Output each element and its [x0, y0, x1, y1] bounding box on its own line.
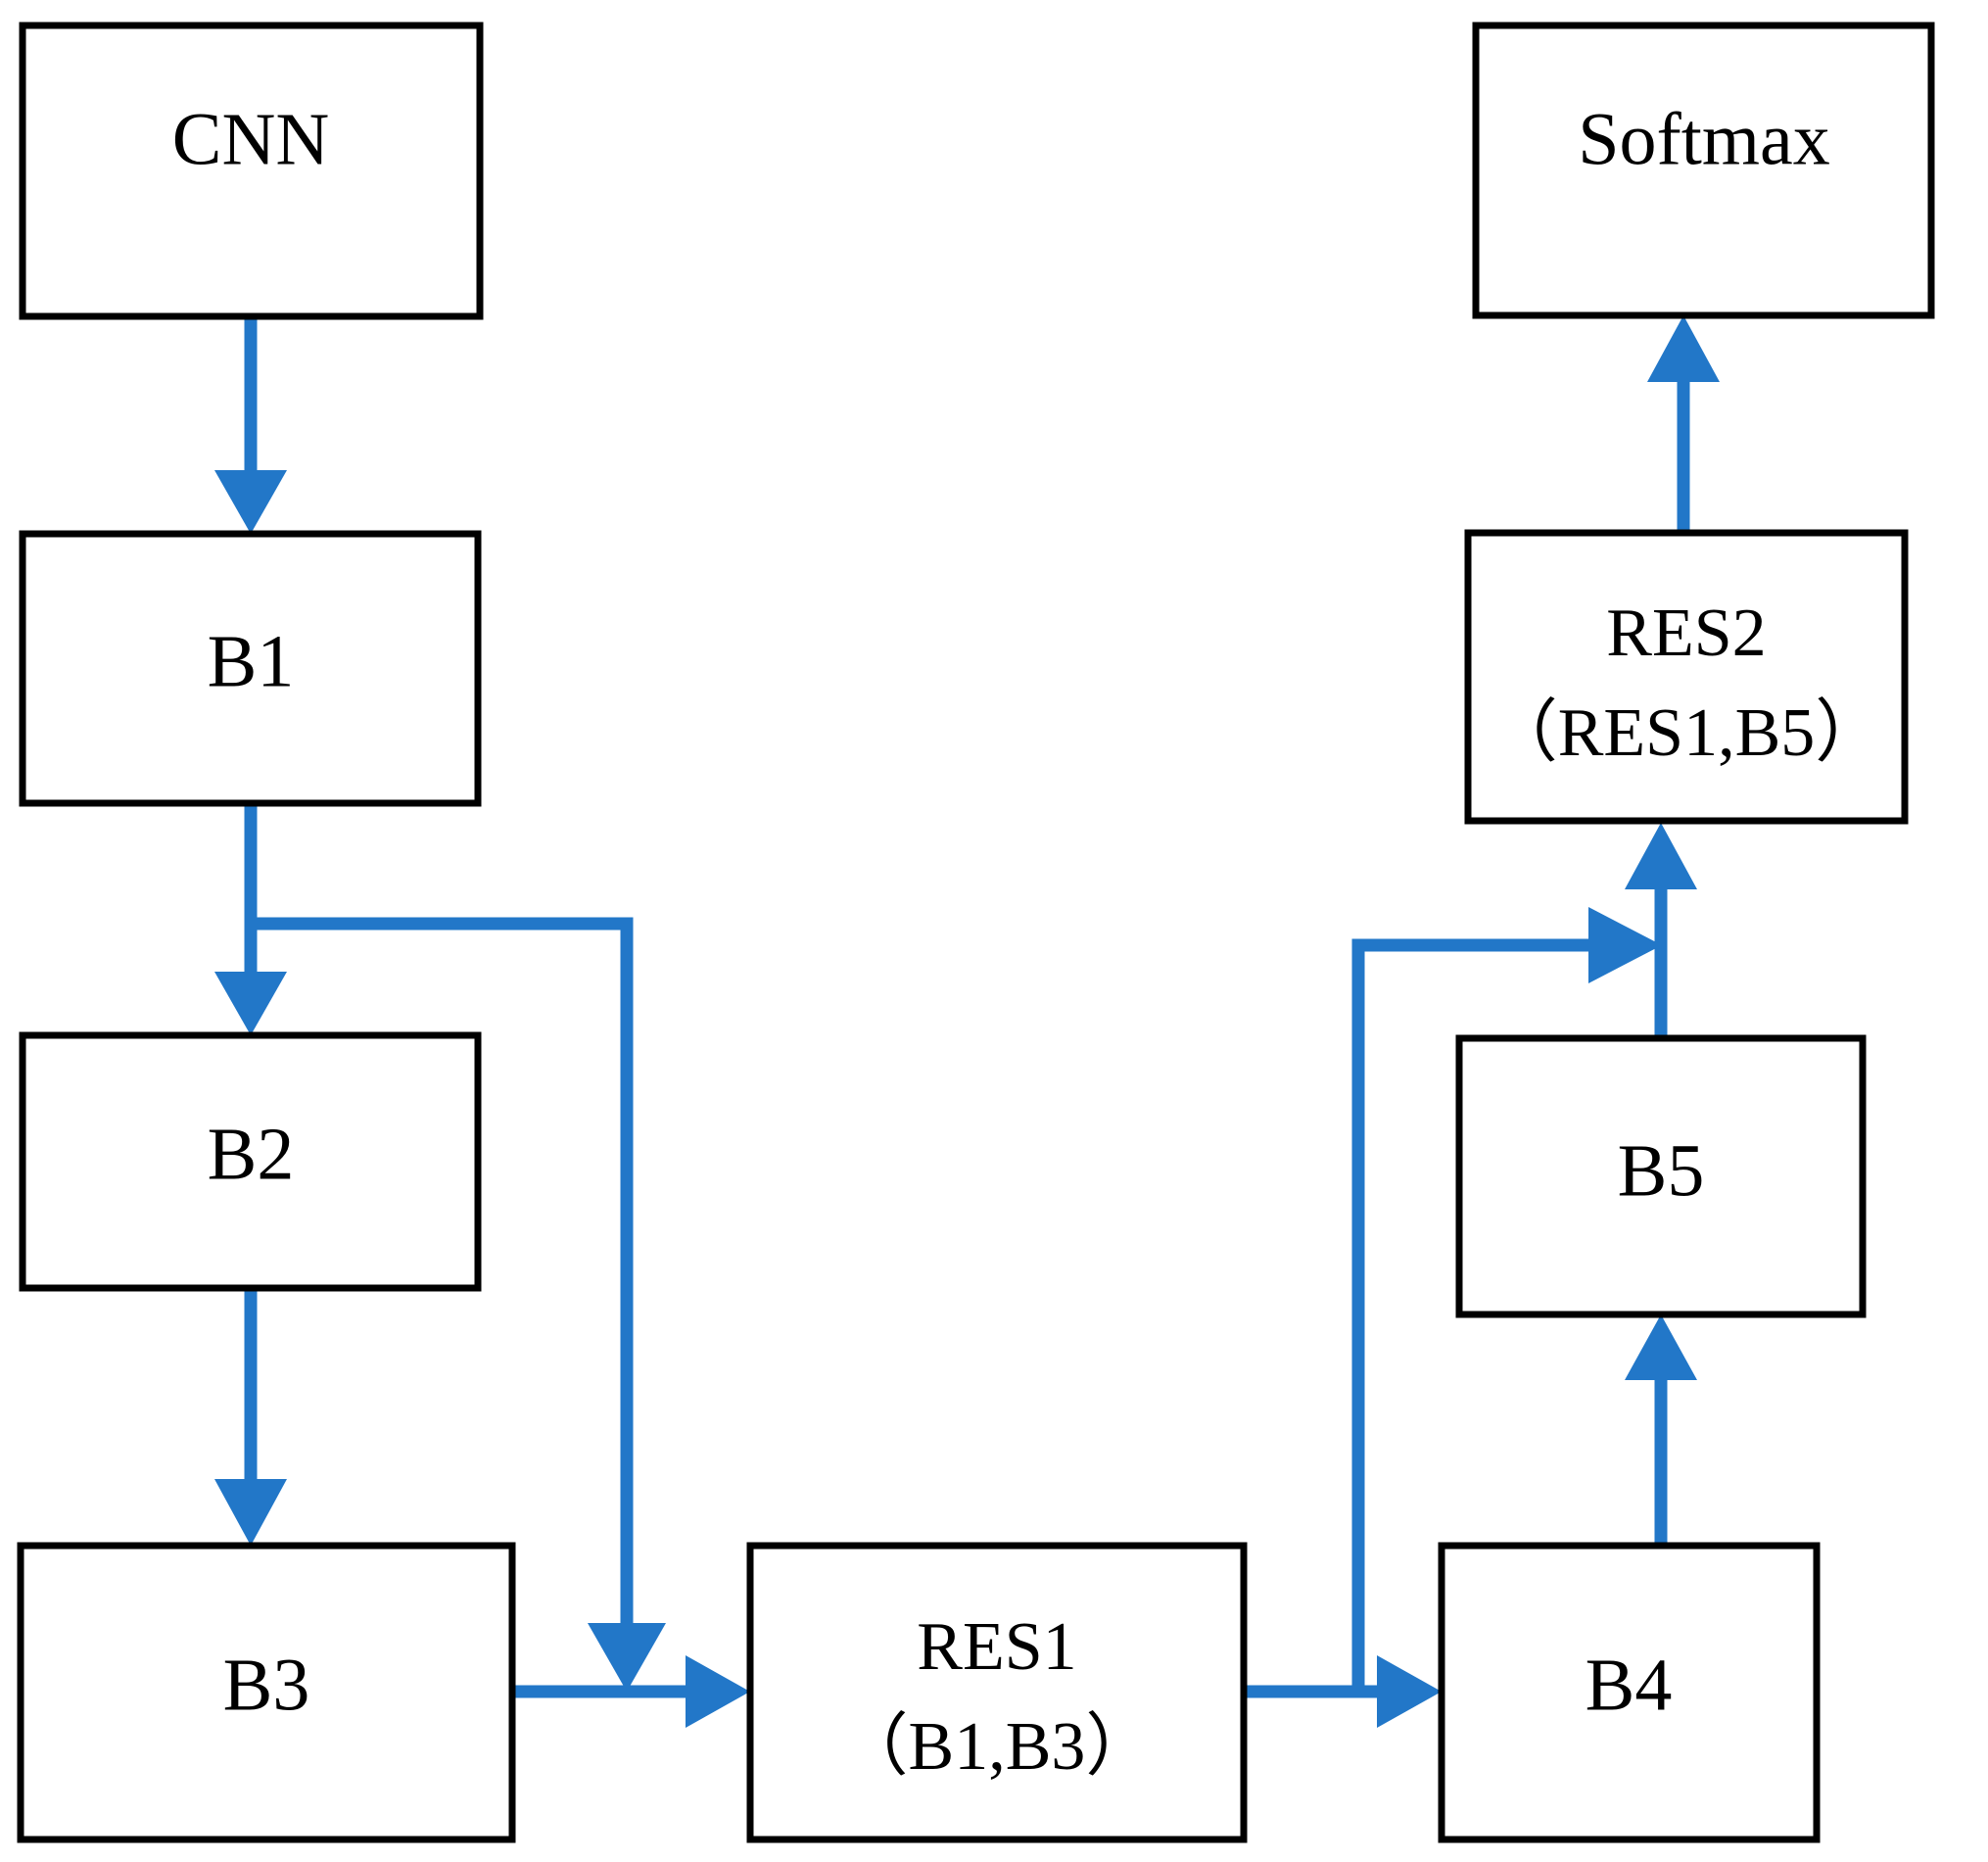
node-b2-label: B2: [208, 1113, 295, 1195]
edge-cnn-to-b1: [214, 316, 287, 534]
edge-b5-to-res2: [1625, 823, 1697, 1038]
edge-b3-to-res1: [512, 1655, 750, 1728]
node-b2[interactable]: B2: [19, 1031, 482, 1292]
node-cnn[interactable]: CNN: [19, 22, 484, 320]
arrowhead-right-icon: [1377, 1655, 1442, 1728]
edge-b1-to-res1: [251, 917, 666, 1692]
node-res1-label-line2: （B1,B3）: [840, 1709, 1155, 1785]
node-b1[interactable]: B1: [19, 530, 482, 807]
edge-b1-to-b2: [214, 803, 287, 1035]
node-b3-box[interactable]: [17, 1542, 516, 1843]
edge-res2-to-softmax: [1647, 315, 1720, 533]
arrowhead-down-icon: [214, 972, 287, 1035]
arrowhead-up-icon: [1647, 315, 1720, 382]
node-b5-label: B5: [1618, 1129, 1705, 1212]
node-res2-box[interactable]: [1464, 529, 1909, 825]
node-b1-box[interactable]: [19, 530, 482, 807]
edge-res1-to-res2: [1351, 907, 1662, 1692]
arrowhead-down-icon: [214, 470, 287, 534]
node-softmax-label: Softmax: [1578, 98, 1830, 180]
node-b2-box[interactable]: [19, 1031, 482, 1292]
node-cnn-label: CNN: [172, 98, 329, 180]
arrowhead-up-icon: [1625, 1314, 1697, 1380]
edge-b4-to-b5: [1625, 1314, 1697, 1546]
node-res2[interactable]: RES2 （RES1,B5）: [1464, 529, 1909, 825]
node-b4-box[interactable]: [1438, 1542, 1821, 1843]
node-softmax[interactable]: Softmax: [1472, 22, 1935, 319]
arrowhead-up-icon: [1625, 823, 1697, 889]
node-b5[interactable]: B5: [1455, 1034, 1867, 1318]
node-b4-label: B4: [1586, 1644, 1673, 1726]
arrowhead-down-icon: [214, 1479, 287, 1546]
node-b3-label: B3: [223, 1644, 310, 1726]
edge-b2-to-b3: [214, 1288, 287, 1546]
arrowhead-right-icon: [1588, 907, 1662, 983]
node-b1-label: B1: [208, 620, 295, 702]
edge-res1-to-b4: [1244, 1655, 1442, 1728]
node-res2-label-line1: RES2: [1606, 596, 1766, 671]
node-res2-label-line2: （RES1,B5）: [1490, 695, 1884, 771]
node-res1-label-line1: RES1: [917, 1609, 1076, 1685]
node-softmax-box[interactable]: [1472, 22, 1935, 319]
arrowhead-down-icon: [588, 1623, 666, 1692]
arrowhead-right-icon: [686, 1655, 750, 1728]
node-b5-box[interactable]: [1455, 1034, 1867, 1318]
node-b3[interactable]: B3: [17, 1542, 516, 1843]
node-cnn-box[interactable]: [19, 22, 484, 320]
node-res1-box[interactable]: [746, 1542, 1248, 1843]
node-b4[interactable]: B4: [1438, 1542, 1821, 1843]
node-res1[interactable]: RES1 （B1,B3）: [746, 1542, 1248, 1843]
